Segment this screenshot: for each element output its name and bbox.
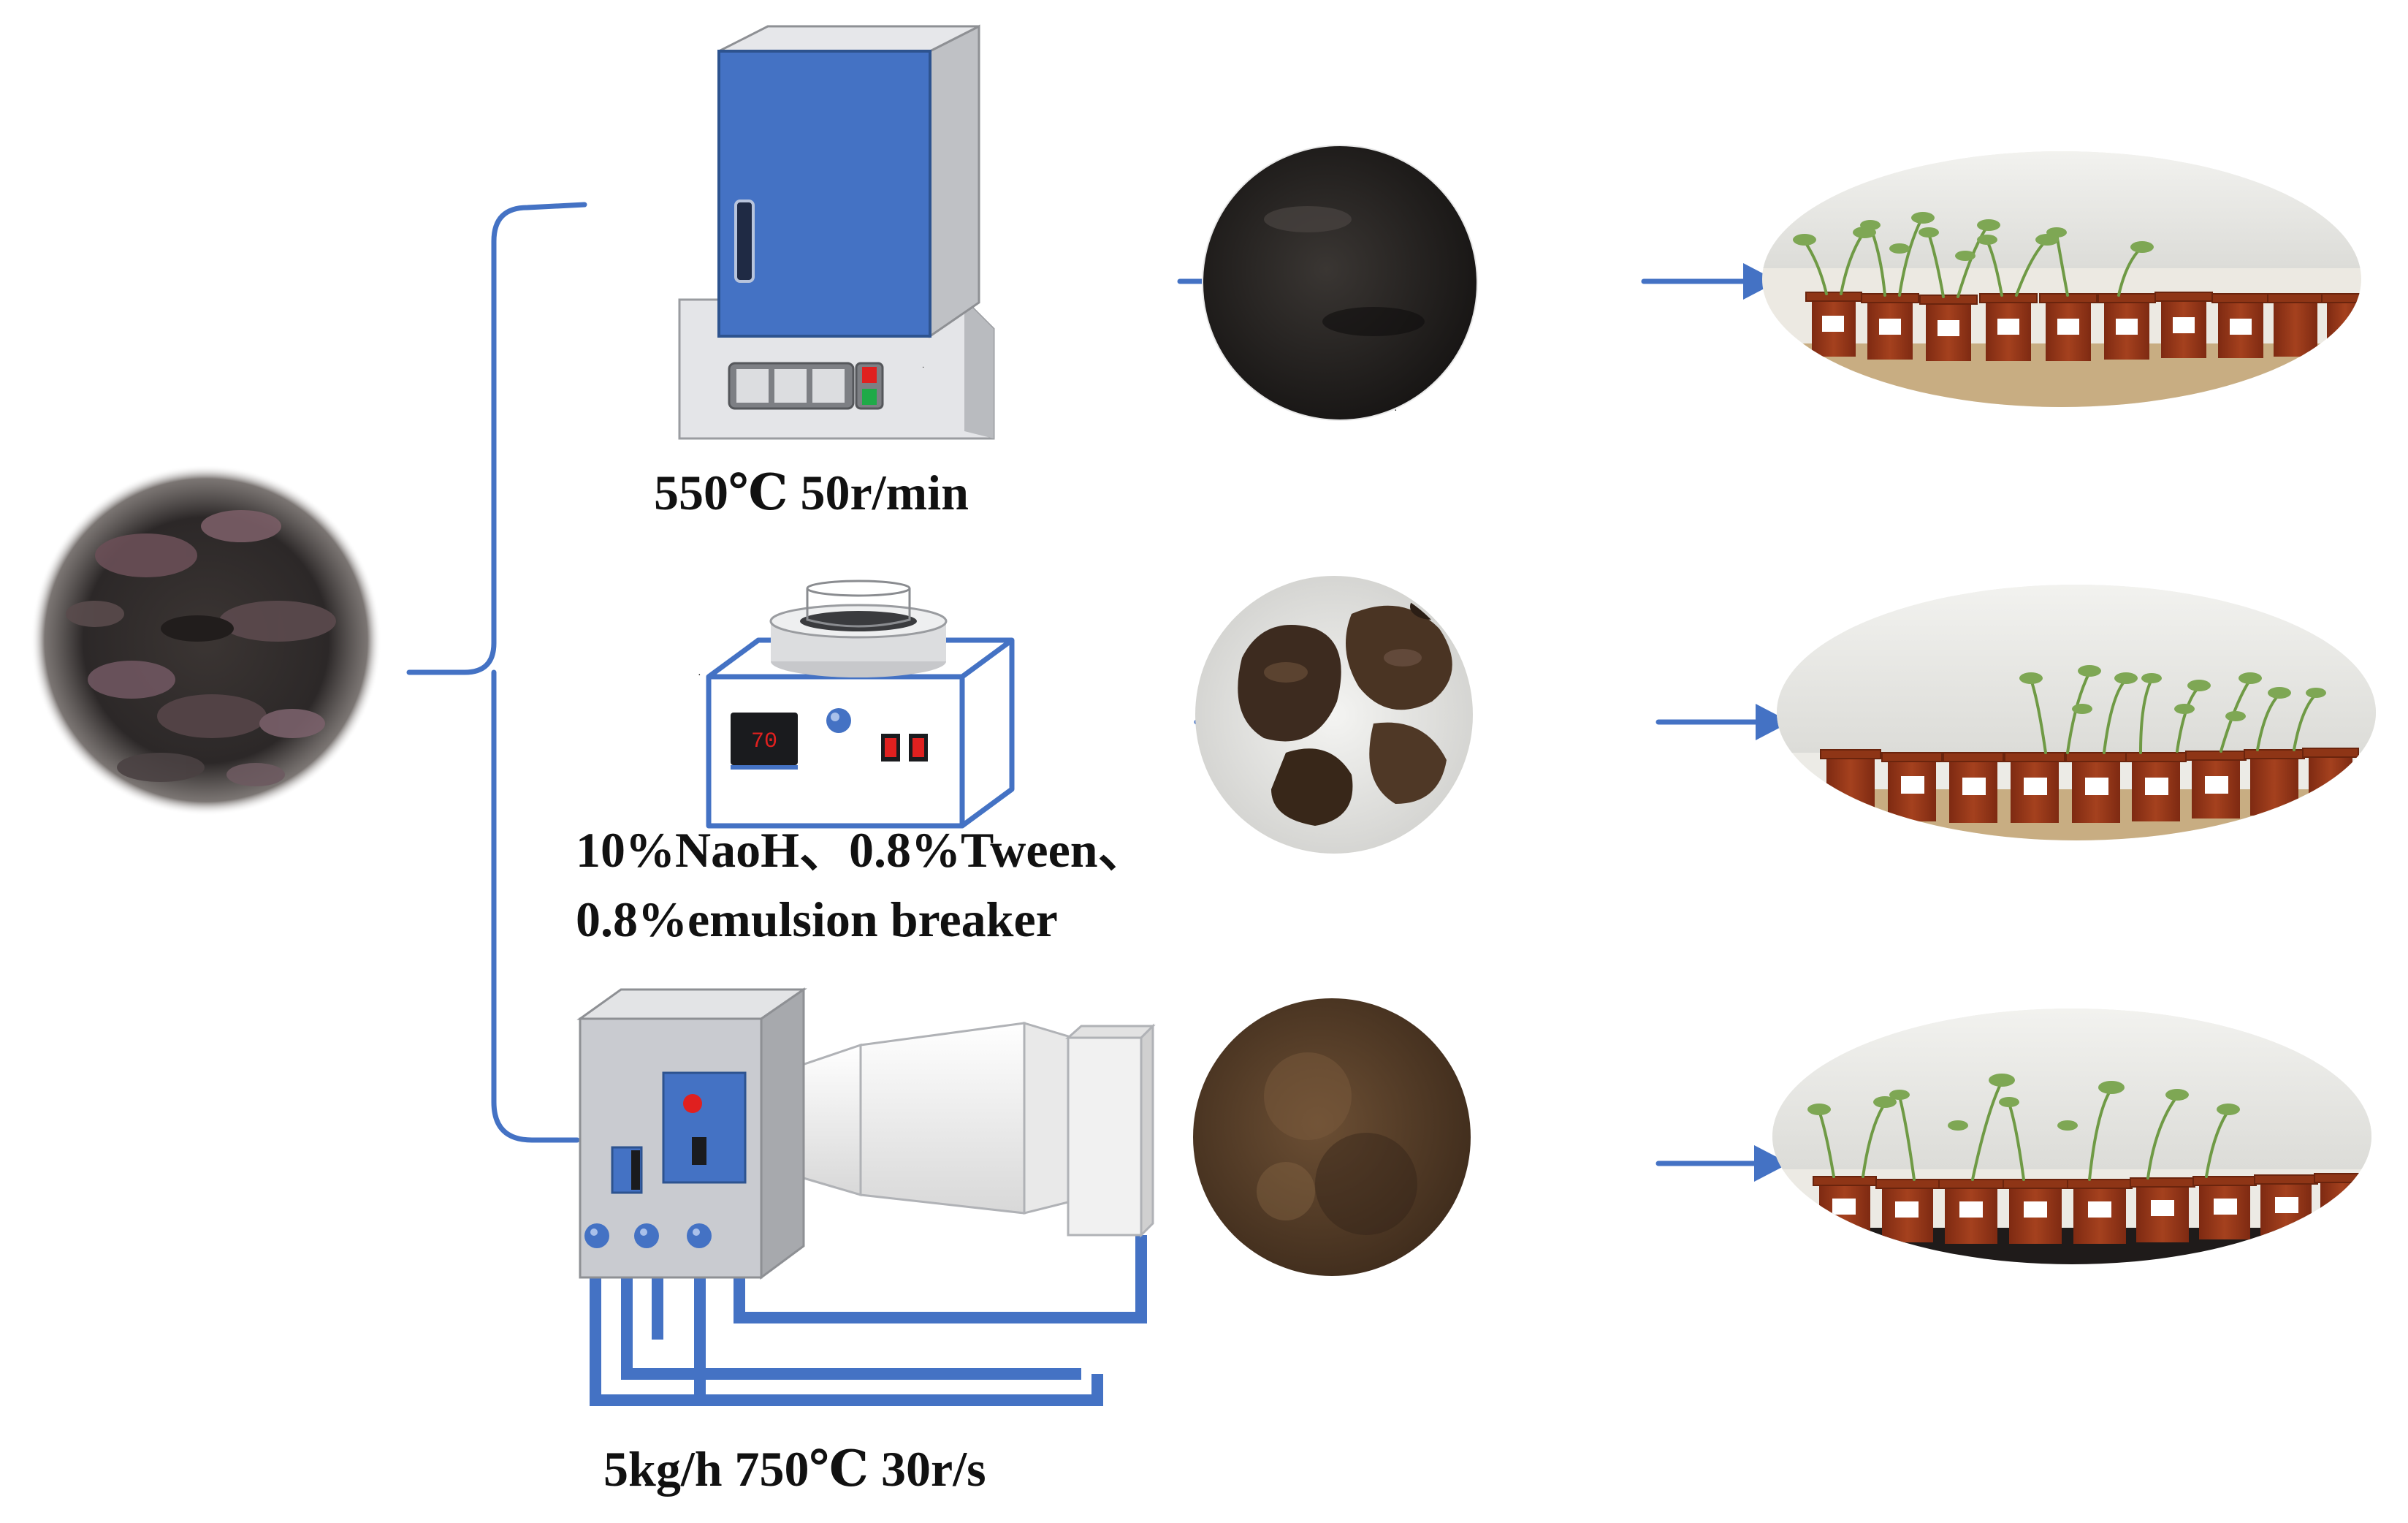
process-label-1: 550℃ 50r/min	[654, 465, 969, 520]
arrow-3b	[1656, 1145, 1789, 1182]
magnetic-stirrer-icon: 70	[706, 580, 1015, 829]
product-ash-sample: ·	[1202, 145, 1478, 421]
arrow-2b	[1656, 704, 1791, 740]
branch-connector	[406, 202, 587, 1143]
plant-photo-2	[1777, 585, 2376, 840]
pyrolysis-reactor-icon	[576, 987, 1156, 1406]
svg-text:·: ·	[698, 670, 701, 681]
stirrer-display-value: 70	[751, 729, 777, 754]
process-label-2-line2: 0.8%emulsion breaker	[576, 892, 1058, 947]
svg-text:·: ·	[1394, 406, 1398, 417]
plant-photo-1	[1762, 151, 2361, 407]
process-label-2-line1: 10%NaoH、0.8%Tween、	[576, 822, 1148, 878]
plant-photo-3	[1772, 1009, 2371, 1264]
arrow-1b	[1641, 263, 1778, 300]
raw-sludge-sample	[31, 465, 381, 816]
svg-text:·: ·	[922, 364, 924, 372]
process-label-3: 5kg/h 750℃ 30r/s	[603, 1441, 986, 1497]
product-clod-sample	[1195, 576, 1473, 854]
product-fine-sample	[1193, 998, 1471, 1276]
muffle-furnace-icon	[678, 24, 995, 440]
